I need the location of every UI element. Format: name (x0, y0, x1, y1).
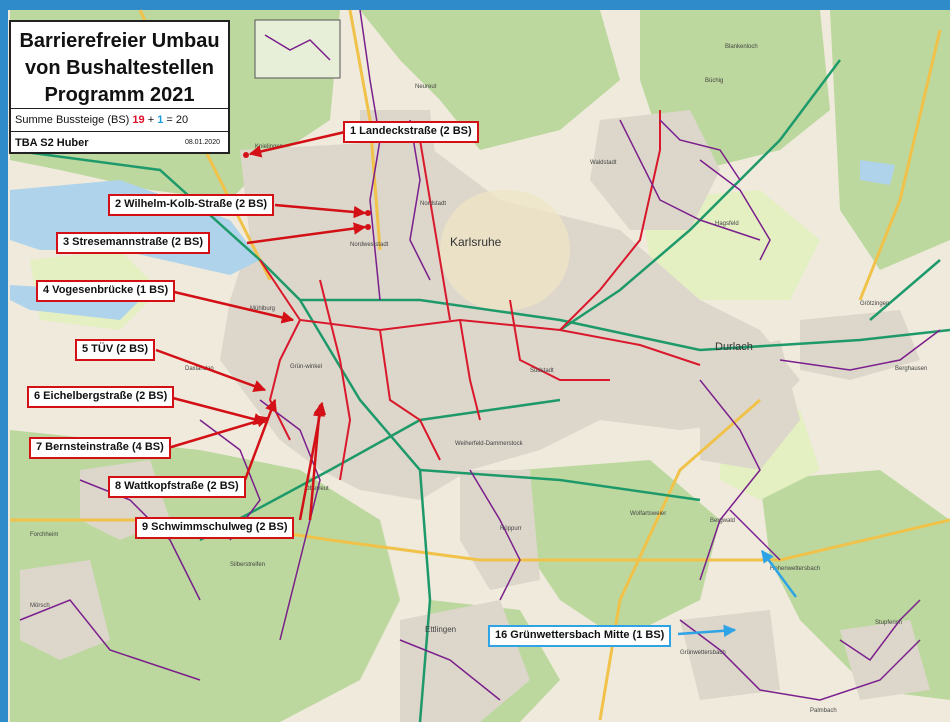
summary-label: Summe Bussteige (BS) (15, 114, 130, 126)
place-oberreut: Oberreut (305, 486, 329, 492)
marker-2 (365, 210, 371, 216)
stop-label-4: 4 Vogesenbrücke (1 BS) (36, 280, 176, 302)
title-heading: Barrierefreier Umbau von Bushaltestellen… (11, 22, 228, 109)
stop-arrows (155, 130, 367, 521)
place-rueppurr: Rüppurr (500, 526, 522, 532)
stop-label-9: 9 Schwimmschulweg (2 BS) (135, 517, 295, 539)
place-karlsruhe: Karlsruhe (450, 235, 502, 249)
title-panel: Barrierefreier Umbau von Bushaltestellen… (9, 20, 230, 154)
date-label: 08.01.2020 (184, 139, 220, 146)
summary-plus: + (147, 114, 155, 126)
place-blankenloch: Blankenloch (725, 44, 758, 50)
place-neureut: Neureut (415, 84, 437, 90)
marker-3 (365, 224, 371, 230)
arrow-16a (677, 624, 737, 638)
stop-label-1: 1 Landeckstraße (2 BS) (343, 121, 479, 143)
title-line-1: Barrierefreier Umbau (19, 30, 220, 52)
place-moersch: Mörsch (30, 603, 50, 609)
place-nordweststadt: Nordweststadt (350, 242, 389, 248)
inset-minimap (254, 19, 341, 79)
place-silberstreifen: Silberstreifen (230, 562, 265, 568)
map-frame-left (0, 0, 8, 722)
arrow-5 (155, 348, 267, 392)
arrow-7 (167, 415, 270, 450)
place-wolfartsweier: Wolfartsweier (630, 511, 666, 517)
place-weiherfeld: Weiherfeld-Dammerstock (455, 441, 524, 447)
arrow-8 (243, 398, 277, 481)
place-stupferich: Stupferich (875, 620, 902, 626)
place-daxlanden: Daxlanden (185, 366, 214, 372)
place-ettlingen: Ettlingen (425, 625, 456, 634)
summary-blue-count: 1 (157, 114, 164, 126)
stop-label-8: 8 Wattkopfstraße (2 BS) (108, 476, 246, 498)
map-frame-top (0, 0, 950, 10)
summary-row: Summe Bussteige (BS) 19 + 1 = 20 (11, 108, 228, 131)
place-gruenwettersbach: Grünwettersbach (680, 650, 726, 656)
place-gruenwinkel: Grün-winkel (290, 364, 322, 370)
place-hagsfeld: Hagsfeld (715, 221, 739, 227)
department-label: TBA S2 Huber (15, 137, 89, 149)
arrow-1 (248, 130, 346, 158)
tram-lines (259, 110, 701, 481)
stop-label-6: 6 Eichelbergstraße (2 BS) (27, 386, 175, 408)
place-suedstadt: Südstadt (530, 368, 554, 374)
place-knielingen: Knielingen (255, 144, 283, 150)
marker-1 (243, 152, 249, 158)
place-muehlburg: Mühlburg (250, 306, 275, 312)
title-line-3: Programm 2021 (44, 84, 195, 106)
arrow-16b (760, 549, 798, 598)
summary-result: = 20 (166, 114, 189, 126)
stop-label-3: 3 Stresemannstraße (2 BS) (56, 232, 210, 254)
place-waldstadt: Waldstadt (590, 160, 617, 166)
place-groetzingen: Grötzingen (860, 301, 889, 307)
place-buechig: Büchig (705, 78, 723, 84)
place-nordstadt: Nordstadt (420, 201, 446, 207)
summary-red-count: 19 (132, 114, 145, 126)
department-row: TBA S2 Huber 08.01.2020 (11, 131, 228, 154)
title-line-2: von Bushaltestellen (25, 57, 214, 79)
arrow-9b (298, 401, 327, 521)
stop-label-2: 2 Wilhelm-Kolb-Straße (2 BS) (108, 194, 275, 216)
place-bergwald: Bergwald (710, 518, 735, 524)
arrow-3 (246, 222, 367, 245)
place-forchheim: Forchheim (30, 532, 58, 538)
stop-label-7: 7 Bernsteinstraße (4 BS) (29, 437, 171, 459)
blue-arrows (677, 549, 798, 638)
stop-label-5: 5 TÜV (2 BS) (75, 339, 156, 361)
stop-label-16: 16 Grünwettersbach Mitte (1 BS) (488, 625, 672, 647)
place-palmbach: Palmbach (810, 708, 837, 714)
place-durlach: Durlach (715, 341, 753, 353)
arrow-6 (168, 395, 267, 426)
place-hohenwettersbach: Hohenwettersbach (770, 566, 820, 572)
yellow-circle-zone (440, 190, 570, 310)
inset-minimap-route (264, 34, 331, 61)
arrow-2 (274, 203, 367, 219)
arrow-4 (169, 289, 295, 324)
place-berghausen: Berghausen (895, 366, 927, 372)
